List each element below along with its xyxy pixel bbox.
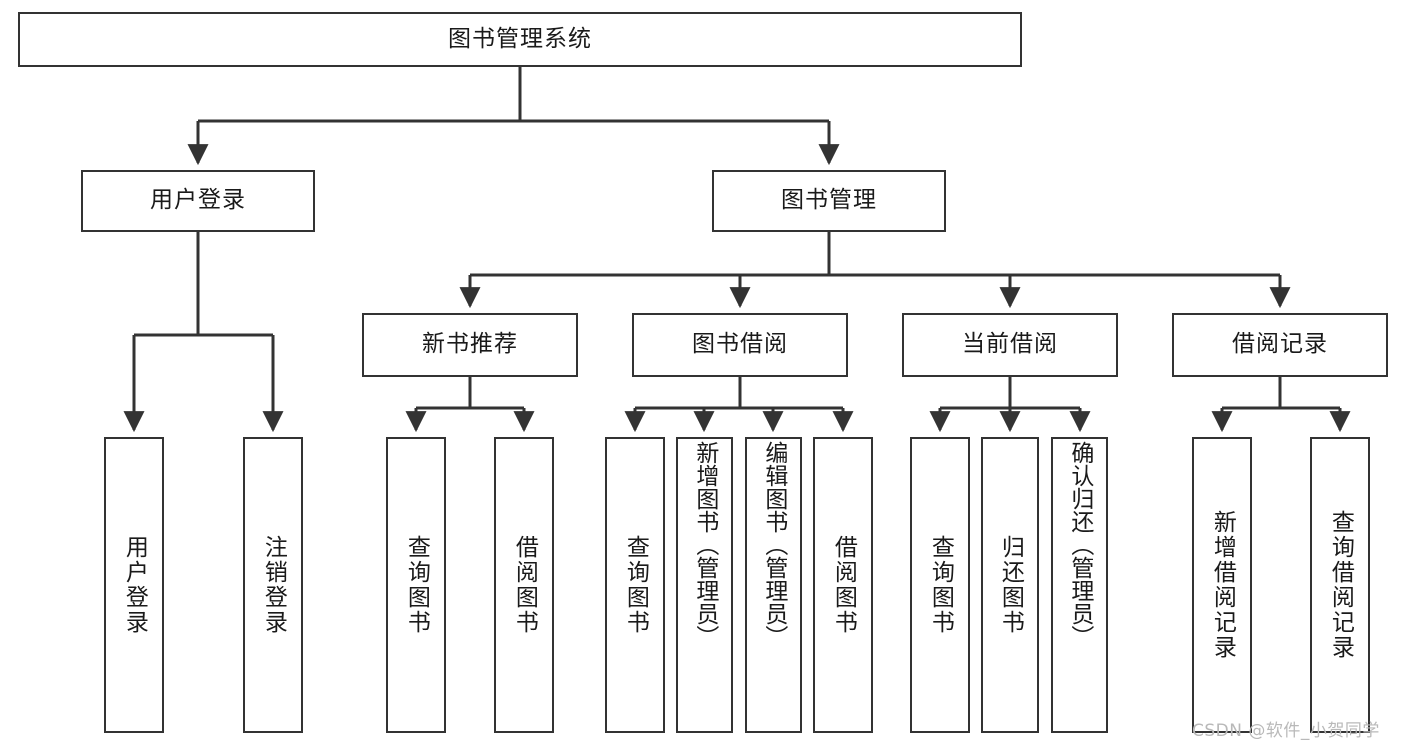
csdn-watermark: CSDN @软件_小贺同学 [1192,721,1380,741]
leaf-user-login-logout[interactable]: 注销登录 [243,437,303,733]
node-borrow-records[interactable]: 借阅记录 [1172,313,1388,377]
leaf-borrow-query-book-label: 查询图书 [622,535,649,635]
node-root[interactable]: 图书管理系统 [18,12,1022,67]
node-new-book-recommend-label: 新书推荐 [422,331,518,358]
leaf-records-query-record[interactable]: 查询借阅记录 [1310,437,1370,733]
leaf-borrow-edit-book-admin-label: 编辑图书（管理员） [760,441,787,648]
node-new-book-recommend[interactable]: 新书推荐 [362,313,578,377]
leaf-user-login-login[interactable]: 用户登录 [104,437,164,733]
leaf-current-confirm-return-admin-label: 确认归还（管理员） [1066,441,1093,648]
node-current-borrow[interactable]: 当前借阅 [902,313,1118,377]
node-root-label: 图书管理系统 [448,25,592,52]
leaf-user-login-login-label: 用户登录 [121,535,148,635]
node-user-login-label: 用户登录 [150,187,246,214]
leaf-current-query-book[interactable]: 查询图书 [910,437,970,733]
leaf-current-return-book-label: 归还图书 [997,535,1024,635]
node-borrow-records-label: 借阅记录 [1232,331,1328,358]
leaf-borrow-add-book-admin-label: 新增图书（管理员） [691,441,718,648]
node-current-borrow-label: 当前借阅 [962,331,1058,358]
node-book-borrow-label: 图书借阅 [692,331,788,358]
leaf-records-add-record-label: 新增借阅记录 [1209,510,1236,660]
leaf-new-book-query-label: 查询图书 [403,535,430,635]
leaf-new-book-borrow-label: 借阅图书 [511,535,538,635]
leaf-new-book-borrow[interactable]: 借阅图书 [494,437,554,733]
node-user-login[interactable]: 用户登录 [81,170,315,232]
leaf-current-return-book[interactable]: 归还图书 [981,437,1039,733]
leaf-borrow-borrow-book-label: 借阅图书 [830,535,857,635]
leaf-user-login-logout-label: 注销登录 [260,535,287,635]
node-book-management-label: 图书管理 [781,187,877,214]
leaf-records-add-record[interactable]: 新增借阅记录 [1192,437,1252,733]
node-book-borrow[interactable]: 图书借阅 [632,313,848,377]
leaf-new-book-query[interactable]: 查询图书 [386,437,446,733]
leaf-current-confirm-return-admin[interactable]: 确认归还（管理员） [1051,437,1108,733]
node-book-management[interactable]: 图书管理 [712,170,946,232]
leaf-borrow-edit-book-admin[interactable]: 编辑图书（管理员） [745,437,802,733]
leaf-borrow-query-book[interactable]: 查询图书 [605,437,665,733]
leaf-current-query-book-label: 查询图书 [927,535,954,635]
leaf-borrow-borrow-book[interactable]: 借阅图书 [813,437,873,733]
leaf-borrow-add-book-admin[interactable]: 新增图书（管理员） [676,437,733,733]
leaf-records-query-record-label: 查询借阅记录 [1327,510,1354,660]
